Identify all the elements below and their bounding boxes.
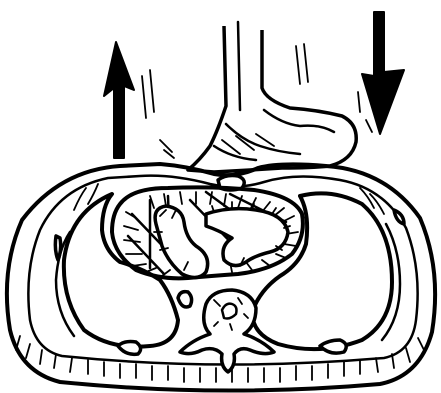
downward-arrow [358, 12, 404, 134]
aorta [178, 292, 192, 307]
upward-arrow [104, 42, 154, 158]
compressing-hands [188, 22, 356, 172]
